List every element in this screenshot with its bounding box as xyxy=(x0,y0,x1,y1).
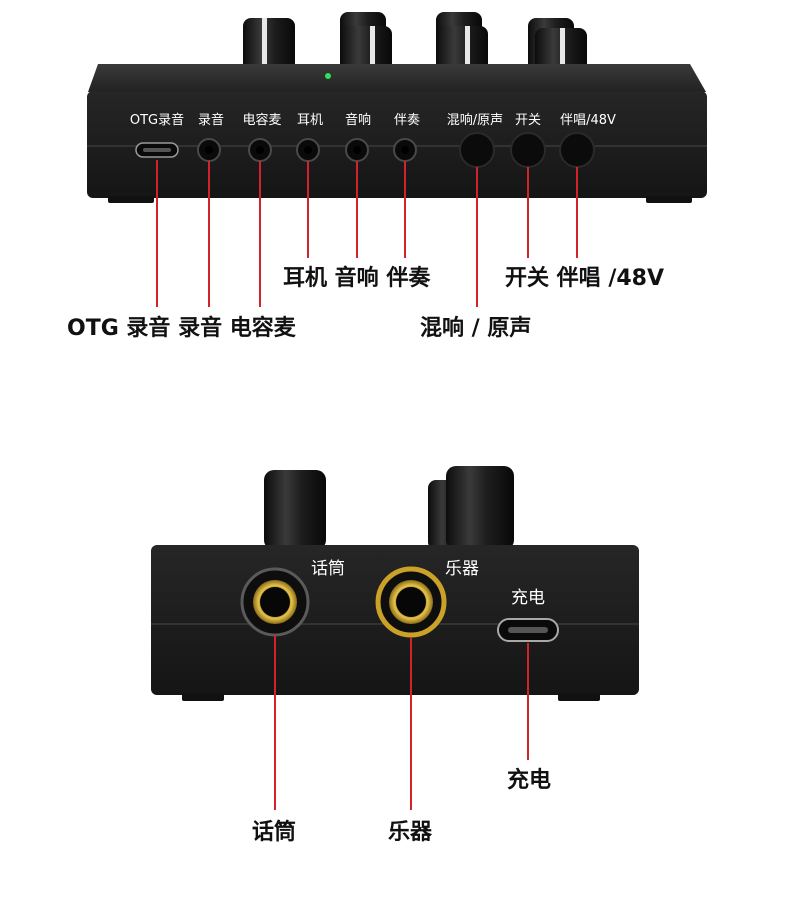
panel-label-monitor: 音响 xyxy=(345,112,371,128)
knob-right xyxy=(446,466,514,550)
bottom-device: 话筒 乐器 充电 xyxy=(151,466,639,810)
audio-jack-condenser xyxy=(248,138,272,162)
foot xyxy=(182,693,224,701)
audio-jack-monitor xyxy=(345,138,369,162)
callout-otg-record-condenser: OTG 录音 录音 电容麦 xyxy=(67,316,296,341)
panel-label-record: 录音 xyxy=(198,112,224,128)
callout-mic: 话筒 xyxy=(252,820,297,845)
reverb-button xyxy=(459,132,495,168)
foot xyxy=(646,196,692,203)
callout-reverb: 混响 / 原声 xyxy=(420,316,532,341)
audio-jack-record xyxy=(197,138,221,162)
panel-label-condenser: 电容麦 xyxy=(242,112,281,128)
top-device: OTG录音 录音 电容麦 耳机 音响 伴奏 混响/原声 开关 伴唱/48V xyxy=(87,12,707,307)
mic-jack xyxy=(240,567,310,637)
foot xyxy=(108,196,154,203)
power-led xyxy=(325,73,331,79)
leader-lines-top xyxy=(156,160,578,307)
instrument-jack xyxy=(375,566,447,638)
foot xyxy=(558,693,600,701)
audio-jack-accompaniment xyxy=(393,138,417,162)
callout-power-phantom: 开关 伴唱 /48V xyxy=(505,266,664,291)
panel-label-headphone: 耳机 xyxy=(297,113,323,128)
panel-label-accompaniment: 伴奏 xyxy=(394,113,420,128)
panel-label-charge: 充电 xyxy=(511,588,545,608)
top-face xyxy=(88,64,706,92)
audio-jack-headphone xyxy=(296,138,320,162)
phantom-button xyxy=(559,132,595,168)
panel-label-reverb: 混响/原声 xyxy=(447,112,503,128)
panel-label-otg: OTG录音 xyxy=(130,112,184,128)
knob-left xyxy=(264,470,326,550)
panel-label-instrument: 乐器 xyxy=(445,559,479,579)
callout-instrument: 乐器 xyxy=(388,820,433,845)
panel-label-phantom: 伴唱/48V xyxy=(560,113,616,128)
panel-label-power: 开关 xyxy=(515,113,541,128)
leader-lines-bottom xyxy=(274,635,529,810)
panel-label-mic: 话筒 xyxy=(311,559,345,579)
callout-charge: 充电 xyxy=(507,768,552,793)
power-button xyxy=(510,132,546,168)
callout-headphone-monitor-accompaniment: 耳机 音响 伴奏 xyxy=(283,266,431,291)
